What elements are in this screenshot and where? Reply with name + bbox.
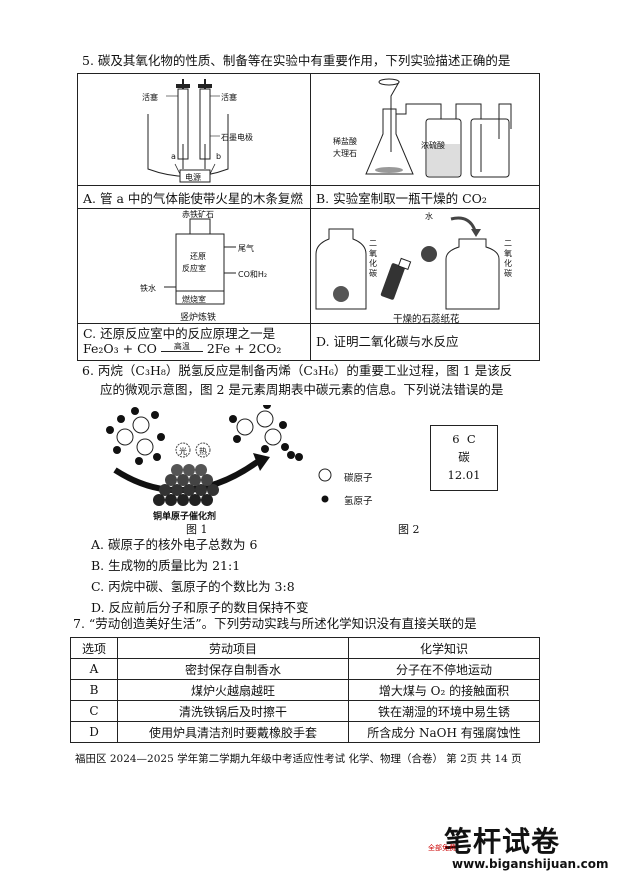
label-co2-right: 二氧化碳 [504,239,512,278]
fig2-caption: 图 2 [398,523,420,536]
label-reduction: 还原 [190,252,206,261]
legend-hydrogen [318,491,332,510]
fig1-caption: 图 1 [186,523,208,536]
row-d-chem: 所含成分 NaOH 有强腐蚀性 [348,721,540,743]
header-labor: 劳动项目 [117,637,349,659]
label-heat: 热 [199,447,207,456]
carbon-atom-icon [318,468,332,482]
q5-option-b-caption: B. 实验室制取一瓶干燥的 CO₂ [311,185,539,208]
legend-hydrogen-label: 氢原子 [344,496,373,507]
row-b-chem: 增大煤与 O₂ 的接触面积 [348,679,540,701]
label-co2-left: 二氧化碳 [369,239,377,278]
q6-stem-line2: 应的微观示意图，图 2 是元素周期表中碳元素的信息。下列说法错误的是 [100,382,504,397]
label-dilute-hcl: 稀盐酸 [333,137,357,146]
q5-option-c-caption: C. 还原反应室中的反应原理之一是 Fe₂O₃ + CO 高温 2Fe + 2C… [78,323,310,360]
label-co-h2: CO和H₂ [238,270,268,279]
q6-figure1: 光 热 铜单原子催化剂 [95,401,375,522]
watermark-logo: 笔杆试卷 [444,825,561,858]
label-shaft-furnace: 竖炉炼铁 [180,313,217,323]
q5-option-a-caption: A. 管 a 中的气体能使带火星的木条复燃 [78,185,310,208]
reaction-diagram [106,401,303,506]
label-light: 光 [179,447,187,456]
blast-furnace-figure [164,218,236,305]
q6-option-d: D. 反应前后分子和原子的数目保持不变 [91,600,309,615]
q5-option-d-caption: D. 证明二氧化碳与水反应 [311,323,539,360]
element-mass: 12.01 [447,468,481,482]
label-tube-a: a [171,152,176,161]
row-c-option: C [70,700,118,722]
q5-option-c-cell: 赤铁矿石 尾气 还原 反应室 CO和H₂ 铁水 燃烧室 竖炉炼铁 C. 还原反应… [77,208,311,361]
q5-option-c-caption-line1: C. 还原反应室中的反应原理之一是 [83,326,276,341]
q6-option-c: C. 丙烷中碳、氢原子的个数比为 3:8 [91,579,295,594]
q5-experiment-grid: 活塞 活塞 石墨电极 a b 电源 A. 管 a 中的气体能使带火星的木条复燃 [77,73,540,361]
row-d-labor: 使用炉具清洁剂时要戴橡胶手套 [117,721,349,743]
row-b-labor: 煤炉火越扇越旺 [117,679,349,701]
equation-reactants: Fe₂O₃ + CO [83,341,157,356]
table-row: B 煤炉火越扇越旺 增大煤与 O₂ 的接触面积 [70,679,540,701]
q5-option-d-cell: 水 二氧化碳 二氧化碳 干燥的石蕊纸花 D. 证明二氧化碳与水反应 [310,208,540,361]
table-row: A 密封保存自制香水 分子在不停地运动 [70,658,540,680]
equation-products: 2Fe + 2CO₂ [206,341,282,356]
watermark-tag: 全部免费 [428,844,456,852]
row-b-option: B [70,679,118,701]
header-option: 选项 [70,637,118,659]
legend-carbon-label: 碳原子 [344,473,373,484]
label-conc-sulfuric-acid: 浓硫酸 [421,141,445,150]
row-a-chem: 分子在不停地运动 [348,658,540,680]
table-header-row: 选项 劳动项目 化学知识 [70,637,540,659]
table-row: D 使用炉具清洁剂时要戴橡胶手套 所含成分 NaOH 有强腐蚀性 [70,721,540,743]
header-chem: 化学知识 [348,637,540,659]
q5-option-c-equation: Fe₂O₃ + CO 高温 2Fe + 2CO₂ [83,341,305,356]
q5-option-b-cell: 稀盐酸 大理石 浓硫酸 B. 实验室制取一瓶干燥的 CO₂ [310,73,540,209]
label-hematite: 赤铁矿石 [182,210,214,219]
element-number: 6 [452,432,460,446]
hydrogen-atom-icon [321,495,329,503]
row-c-chem: 铁在潮湿的环境中易生锈 [348,700,540,722]
q6-option-a: A. 碳原子的核外电子总数为 6 [91,537,258,552]
label-stopcock-left: 活塞 [142,93,158,102]
q6-stem-line1: 6. 丙烷（C₃H₈）脱氢反应是制备丙烯（C₃H₆）的重要工业过程，图 1 是该… [82,363,513,378]
q5-stem: 5. 碳及其氧化物的性质、制备等在实验中有重要作用，下列实验描述正确的是 [82,53,511,68]
propylene-molecule [229,401,289,453]
electrolysis-apparatus-figure [147,79,229,183]
label-tail-gas: 尾气 [238,244,254,253]
co2-preparation-figure [365,78,512,178]
q6-options: A. 碳原子的核外电子总数为 6 B. 生成物的质量比为 21:1 C. 丙烷中… [91,534,309,618]
row-c-labor: 清洗铁锅后及时擦干 [117,700,349,722]
element-name: 碳 [458,450,470,464]
label-marble: 大理石 [333,149,357,158]
q7-table: 选项 劳动项目 化学知识 A 密封保存自制香水 分子在不停地运动 B 煤炉火越扇… [70,637,540,743]
label-stopcock-right: 活塞 [221,93,237,102]
label-molten-iron: 铁水 [140,284,156,293]
table-row: C 清洗铁锅后及时擦干 铁在潮湿的环境中易生锈 [70,700,540,722]
catalyst-spheres [153,464,219,506]
q6-option-b: B. 生成物的质量比为 21:1 [91,558,241,573]
row-a-labor: 密封保存自制香水 [117,658,349,680]
label-catalyst: 铜单原子催化剂 [153,512,217,522]
element-symbol: C [466,432,476,446]
hydrogen-molecule [287,451,303,461]
q5-option-a-cell: 活塞 活塞 石墨电极 a b 电源 A. 管 a 中的气体能使带火星的木条复燃 [77,73,311,209]
label-power-supply: 电源 [185,173,201,182]
row-d-option: D [70,721,118,743]
label-reaction-chamber: 反应室 [182,264,206,273]
label-dry-litmus-flower: 干燥的石蕊纸花 [393,314,460,325]
propane-molecule [106,407,165,465]
label-tube-b: b [216,152,222,161]
element-card-carbon: 6 C 碳 12.01 [430,425,498,491]
equation-condition: 高温 [160,342,203,352]
element-number-symbol: 6 C [431,430,497,448]
co2-litmus-figure [315,216,500,310]
label-graphite-electrode: 石墨电极 [221,133,253,142]
legend-carbon [318,467,332,486]
label-combustion-chamber: 燃烧室 [182,295,206,304]
row-a-option: A [70,658,118,680]
page-footer: 福田区 2024—2025 学年第二学期九年级中考适应性考试 化学、物理（合卷）… [75,753,522,765]
label-water: 水 [425,212,433,221]
watermark-url: www.biganshijuan.com [452,857,609,871]
q7-stem: 7. “劳动创造美好生活”。下列劳动实践与所述化学知识没有直接关联的是 [73,616,477,631]
